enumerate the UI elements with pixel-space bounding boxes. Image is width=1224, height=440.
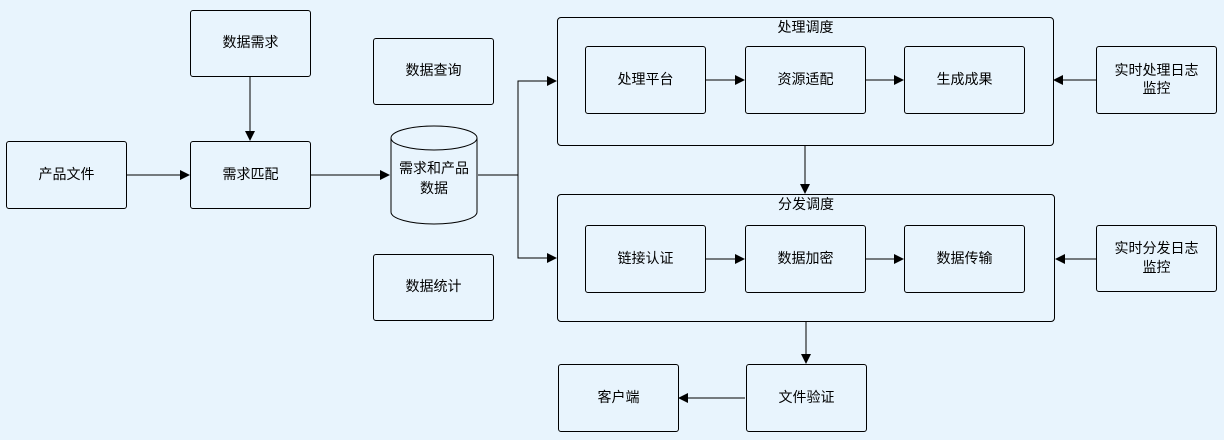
node-data-query: 数据查询 bbox=[373, 38, 494, 105]
group-distribution: 分发调度 bbox=[557, 194, 1055, 322]
node-file-verify: 文件验证 bbox=[746, 364, 867, 432]
data-store-cylinder bbox=[390, 125, 478, 225]
node-data-demand: 数据需求 bbox=[190, 10, 311, 77]
node-demand-match: 需求匹配 bbox=[190, 141, 311, 209]
node-data-encrypt: 数据加密 bbox=[745, 225, 866, 293]
node-generate-result: 生成成果 bbox=[904, 46, 1025, 114]
node-link-auth: 链接认证 bbox=[585, 225, 706, 293]
node-data-stats: 数据统计 bbox=[373, 254, 494, 321]
group-processing: 处理调度 bbox=[557, 17, 1054, 146]
node-data-transfer: 数据传输 bbox=[904, 225, 1025, 293]
data-store-label-line2: 数据 bbox=[420, 181, 448, 197]
node-realtime-processing-log: 实时处理日志监控 bbox=[1096, 46, 1217, 114]
node-data-store: 需求和产品 数据 bbox=[391, 150, 477, 210]
node-resource-adapt: 资源适配 bbox=[745, 46, 866, 114]
data-store-label-line1: 需求和产品 bbox=[399, 161, 469, 178]
arrow-store-to-distribution bbox=[517, 175, 557, 263]
node-product-file: 产品文件 bbox=[6, 141, 127, 209]
node-realtime-distribution-log: 实时分发日志监控 bbox=[1096, 225, 1217, 292]
group-distribution-title: 分发调度 bbox=[778, 197, 834, 213]
arrow-store-to-processing bbox=[478, 76, 557, 176]
group-processing-title: 处理调度 bbox=[777, 20, 834, 36]
node-processing-platform: 处理平台 bbox=[585, 46, 706, 114]
node-client: 客户端 bbox=[558, 364, 679, 432]
